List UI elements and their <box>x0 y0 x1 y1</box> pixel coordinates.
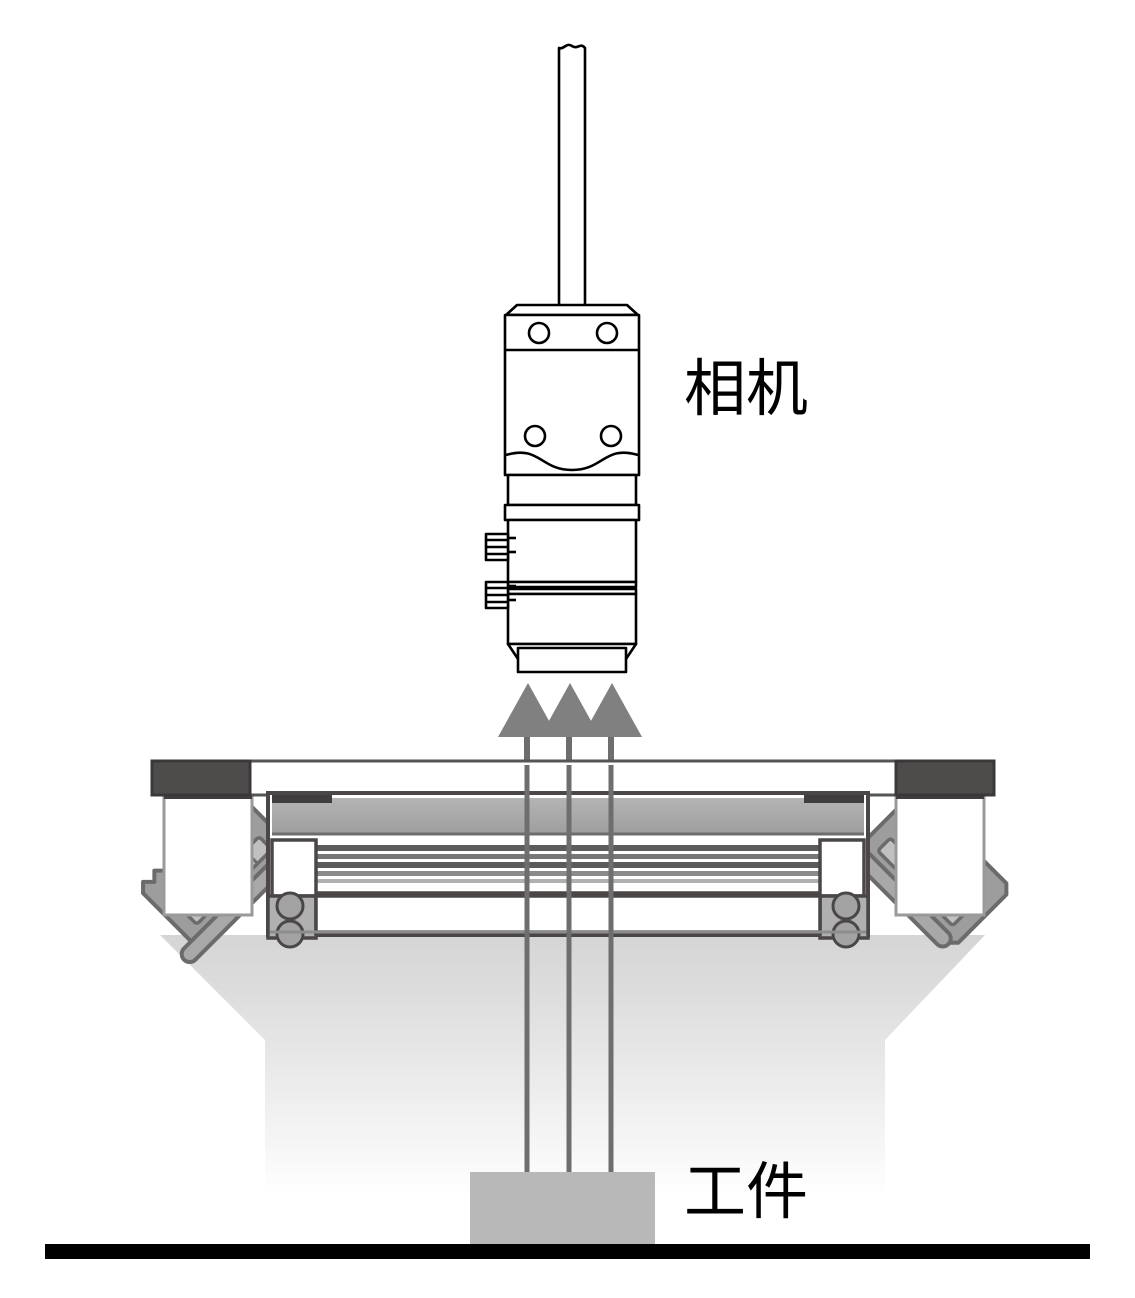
lens-lock-screw-1 <box>484 532 516 562</box>
mount-post-left <box>162 789 254 917</box>
camera-mount-hole-4 <box>599 424 623 448</box>
workpiece-block <box>470 1172 655 1248</box>
camera-mount-hole-1 <box>527 321 551 345</box>
ray-stem-3 <box>608 737 614 765</box>
bar-heatsink-tab-left <box>272 795 332 803</box>
ray-arrow-2 <box>540 683 600 737</box>
mount-post-right <box>894 789 986 917</box>
camera-body <box>503 313 641 477</box>
ground-baseline <box>45 1244 1090 1259</box>
ray-stem-1 <box>524 737 530 765</box>
bar-end-cap-right <box>894 759 996 797</box>
ray-arrow-3 <box>582 683 642 737</box>
camera-cable-icon <box>557 43 587 318</box>
label-camera: 相机 <box>684 352 808 425</box>
lens-barrel-step <box>503 503 641 522</box>
lens-lock-screw-2 <box>484 580 516 610</box>
bar-end-cap-left <box>150 759 252 797</box>
lens-ring-gap-1 <box>506 580 638 589</box>
lens-focus-ring-2 <box>506 592 638 646</box>
lens-barrel-upper <box>506 473 638 507</box>
camera-mount-hole-2 <box>595 321 619 345</box>
label-workpiece: 工件 <box>684 1155 808 1228</box>
light-cone-shape <box>160 935 985 1196</box>
camera-assembly <box>484 43 641 674</box>
camera-mount-hole-3 <box>523 424 547 448</box>
bar-heatsink-tab-right <box>804 795 864 803</box>
reflected-ray-arrows <box>498 683 642 765</box>
ray-arrow-1 <box>498 683 558 737</box>
ray-stem-2 <box>566 737 572 765</box>
lens-front-hood <box>516 646 628 674</box>
optical-axis-rays <box>524 765 614 1182</box>
bar-top-plate <box>150 759 996 797</box>
lens-focus-ring-1 <box>506 518 638 584</box>
camera-parting-curve <box>505 451 639 472</box>
camera-top-flange <box>504 303 640 317</box>
illumination-cone <box>160 935 985 1196</box>
